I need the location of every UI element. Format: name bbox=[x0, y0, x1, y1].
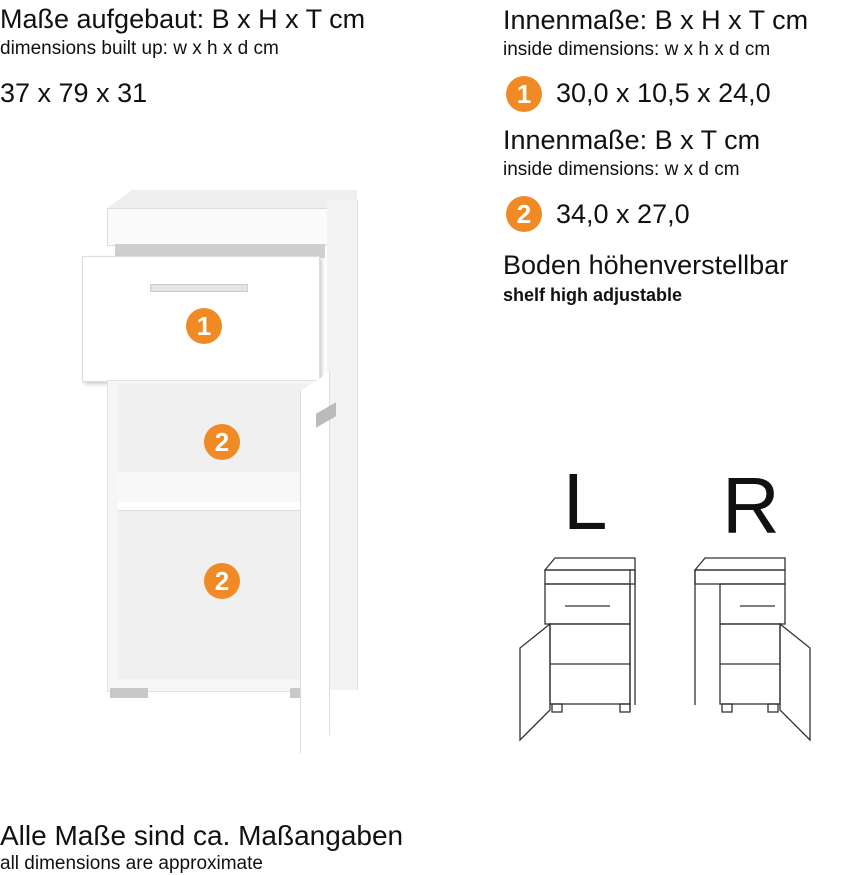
variant-right-label: R bbox=[722, 461, 780, 550]
inner-dimensions-1-subtitle: inside dimensions: w x h x d cm bbox=[503, 39, 771, 60]
outer-dimensions-value: 37 x 79 x 31 bbox=[0, 78, 148, 108]
outer-dimensions-subtitle: dimensions built up: w x h x d cm bbox=[0, 38, 279, 59]
badge-1: 1 bbox=[506, 76, 542, 112]
inner-dimensions-2-title: Innenmaße: B x T cm bbox=[503, 125, 761, 155]
variant-left-label: L bbox=[563, 457, 608, 546]
inner-dimensions-2-subtitle: inside dimensions: w x d cm bbox=[503, 159, 740, 180]
shelf-title: Boden höhenverstellbar bbox=[503, 250, 789, 280]
footer-note-english: all dimensions are approximate bbox=[0, 853, 263, 874]
variant-line-drawings bbox=[519, 557, 811, 742]
badge-2: 2 bbox=[506, 196, 542, 232]
inner-dimensions-1-title: Innenmaße: B x H x T cm bbox=[503, 5, 809, 35]
inner-dimensions-2-value: 34,0 x 27,0 bbox=[556, 199, 690, 229]
badge-drawer: 1 bbox=[186, 308, 222, 344]
outer-dimensions-title: Maße aufgebaut: B x H x T cm bbox=[0, 4, 366, 34]
footer-note: Alle Maße sind ca. Maßangaben bbox=[0, 820, 404, 851]
inner-dimensions-1-value: 30,0 x 10,5 x 24,0 bbox=[556, 78, 771, 108]
shelf-subtitle: shelf high adjustable bbox=[503, 285, 683, 305]
badge-lower-compartment: 2 bbox=[204, 563, 240, 599]
badge-upper-compartment: 2 bbox=[204, 424, 240, 460]
